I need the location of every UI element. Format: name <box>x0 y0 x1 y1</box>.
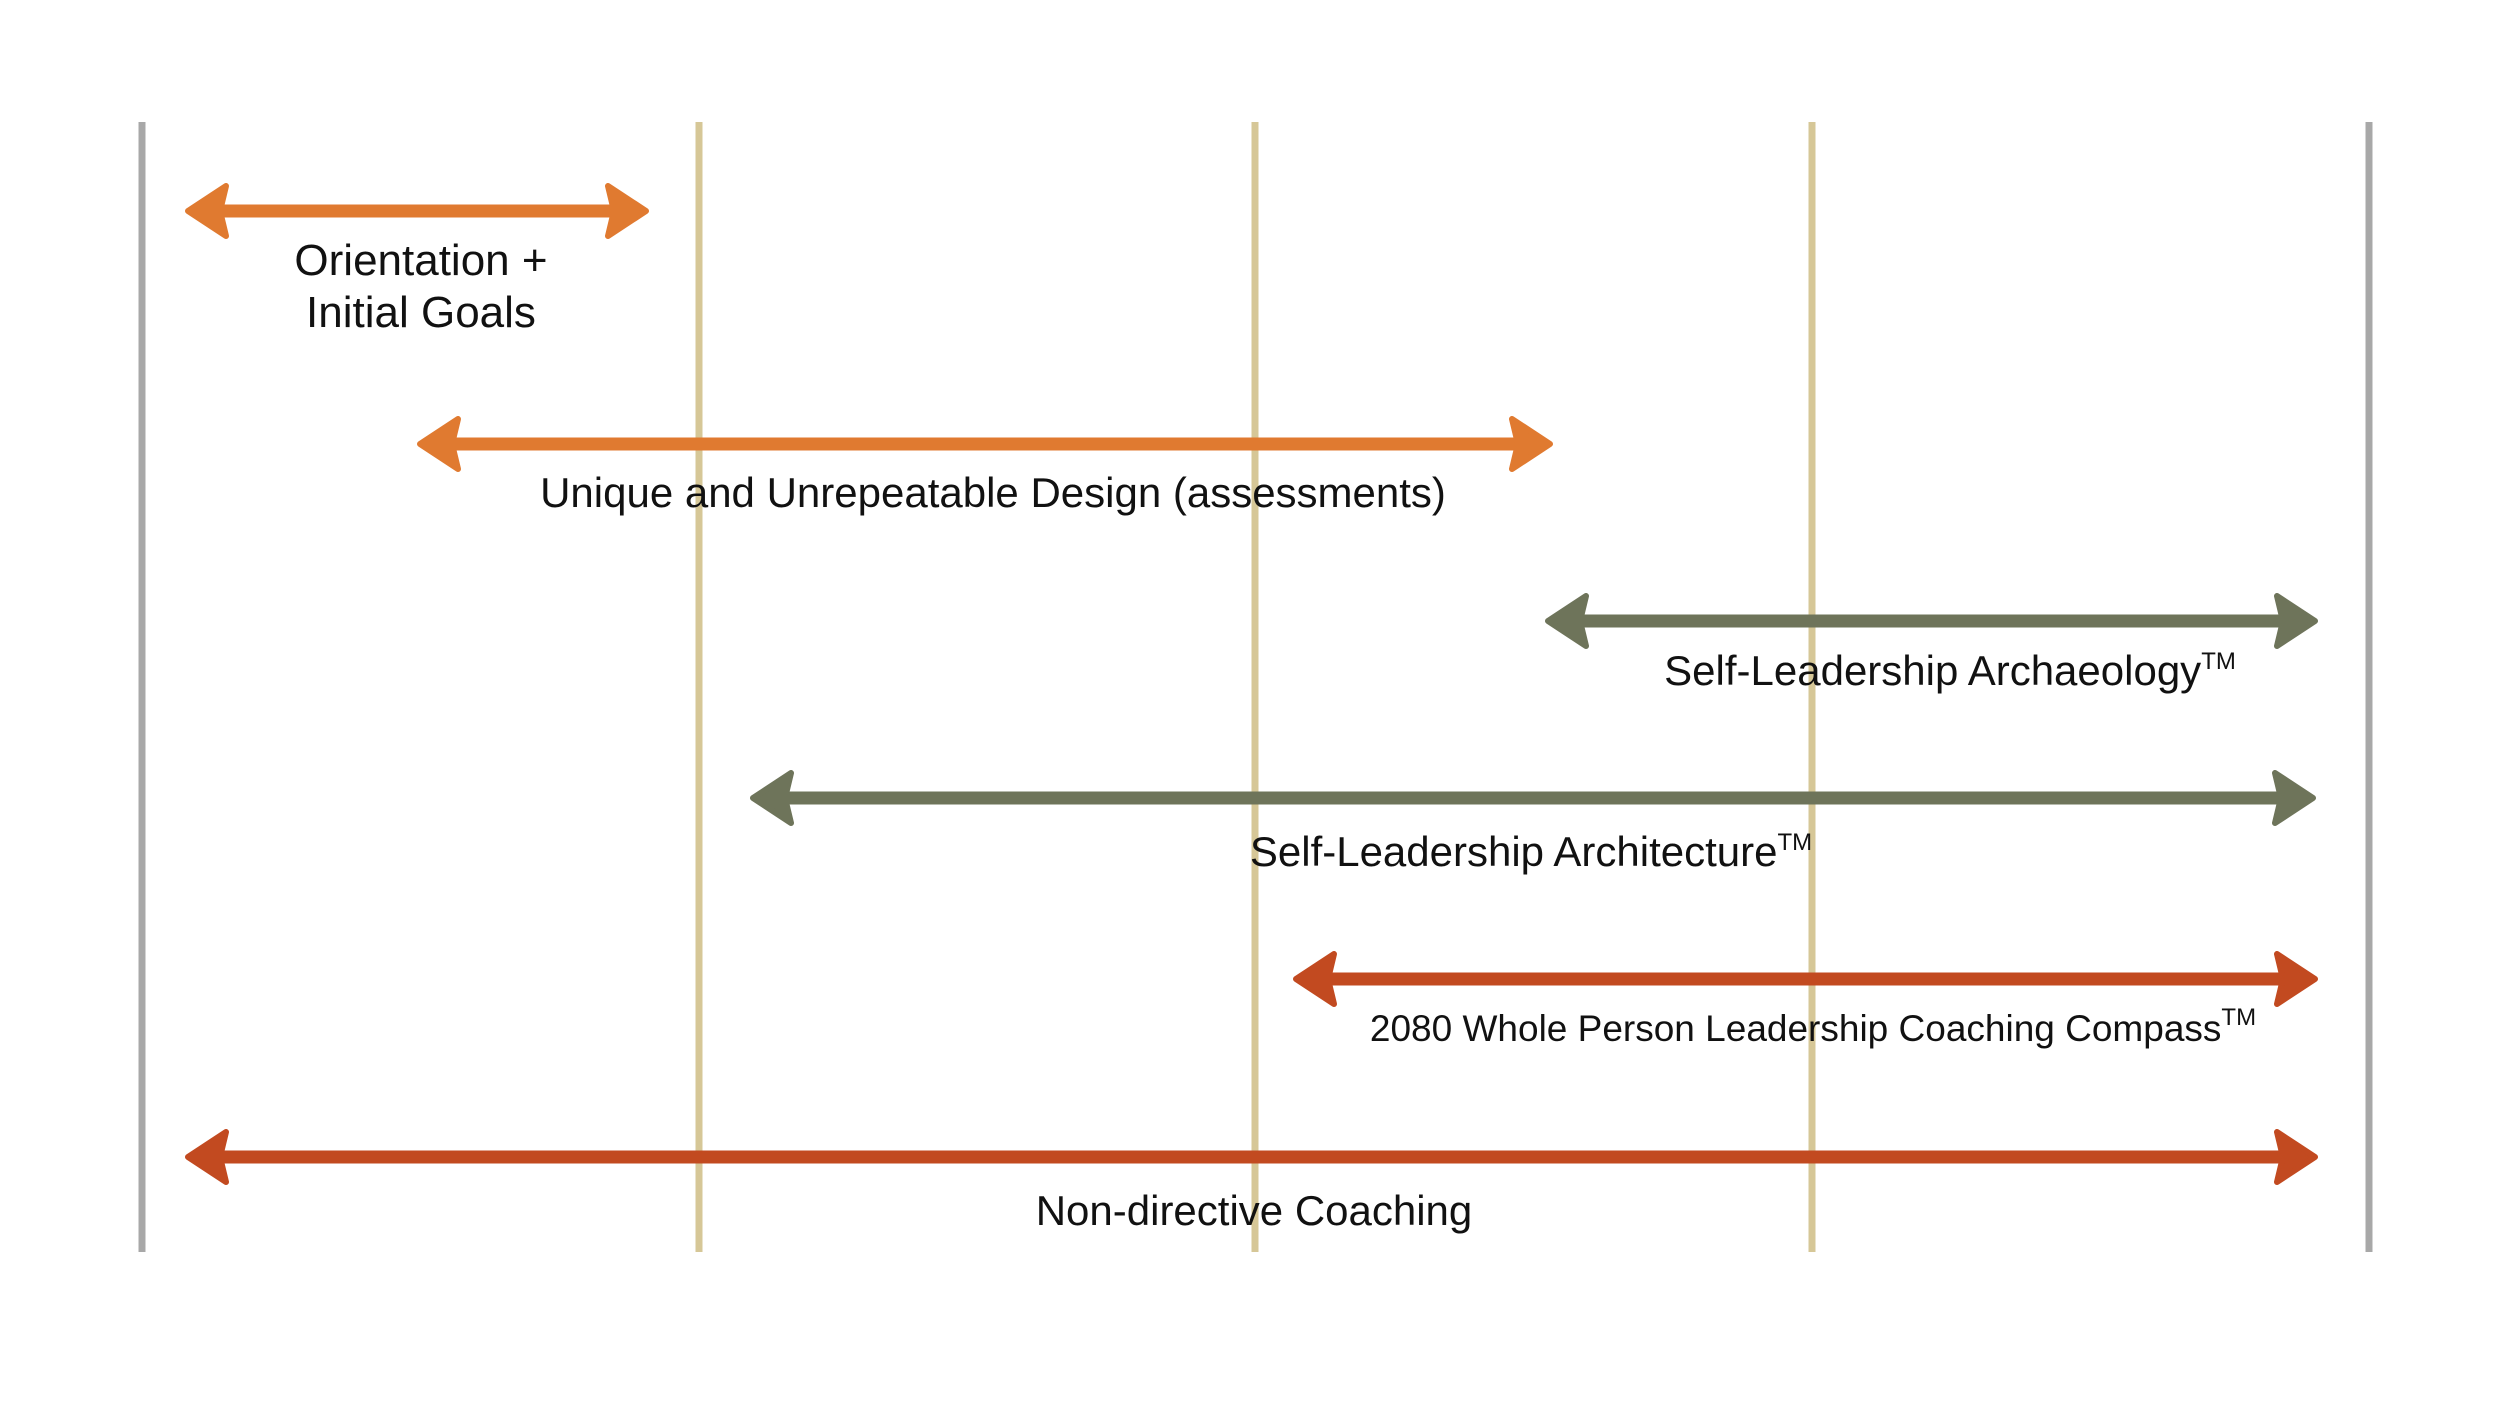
arrowhead-left <box>750 770 794 826</box>
phase-arrow-orientation <box>185 183 649 239</box>
arrowhead-left <box>1293 951 1337 1007</box>
arrowhead-left <box>185 183 229 239</box>
arrowhead-right <box>605 183 649 239</box>
phase-label-archaeology: Self-Leadership ArchaeologyTM <box>1664 647 2236 694</box>
phase-arrows <box>185 183 2318 1185</box>
phase-divider-lines <box>138 122 2373 1252</box>
phase-arrow-archaeology <box>1545 593 2318 649</box>
phase-label-orientation-line-2: Initial Goals <box>306 288 536 337</box>
arrowhead-right <box>2274 951 2318 1007</box>
arrowhead-right <box>2274 593 2318 649</box>
phase-label-design: Unique and Unrepeatable Design (assessme… <box>540 469 1446 516</box>
trademark-mark: TM <box>1777 829 1812 856</box>
trademark-mark: TM <box>2201 648 2236 675</box>
phase-label-architecture: Self-Leadership ArchitectureTM <box>1250 828 1812 875</box>
phase-arrow-design <box>417 416 1553 472</box>
phase-label-coaching: Non-directive Coaching <box>1036 1187 1473 1234</box>
phase-arrow-architecture <box>750 770 2316 826</box>
arrowhead-right <box>2274 1129 2318 1185</box>
phase-arrow-compass <box>1293 951 2318 1007</box>
trademark-mark: TM <box>2221 1004 2256 1031</box>
arrowhead-left <box>1545 593 1589 649</box>
arrowhead-left <box>417 416 461 472</box>
arrowhead-left <box>185 1129 229 1185</box>
arrowhead-right <box>2272 770 2316 826</box>
arrowhead-right <box>1509 416 1553 472</box>
phase-label-compass: 2080 Whole Person Leadership Coaching Co… <box>1370 1004 2256 1049</box>
phase-arrow-coaching <box>185 1129 2318 1185</box>
phase-label-orientation-line-1: Orientation + <box>294 236 547 285</box>
